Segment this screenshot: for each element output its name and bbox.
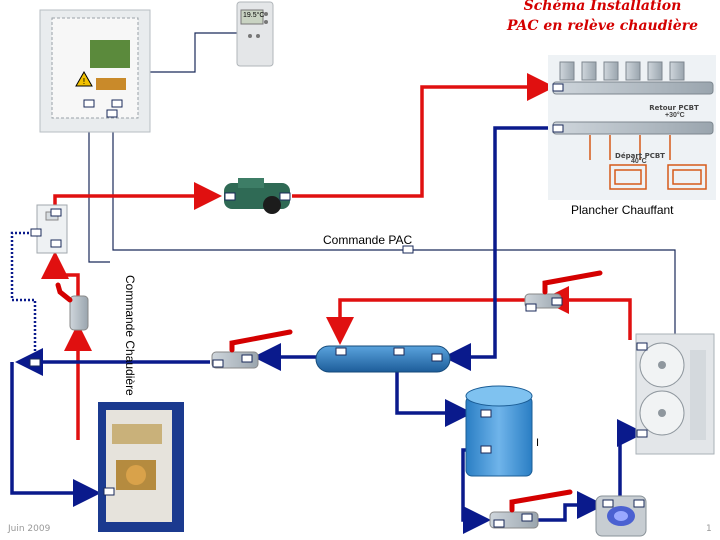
cold-pipe-to-pac <box>617 419 645 505</box>
thermostat-wire <box>150 32 237 73</box>
title-line-1: Schéma Installation <box>523 0 682 14</box>
valve-left-vertical <box>55 282 89 331</box>
hot-pipe-to-buffer <box>326 298 525 345</box>
boiler-command-label: Commande Chaudière <box>123 275 137 396</box>
boiler <box>98 402 184 532</box>
hot-pipe-supply <box>53 182 222 210</box>
warning-icon <box>75 70 93 87</box>
footer-page-number: 1 <box>706 524 712 534</box>
hot-pipes <box>41 73 632 440</box>
heat-pump <box>635 333 715 455</box>
sensor-points <box>29 83 648 528</box>
cold-pipe-floor-return <box>443 126 555 371</box>
floor-heating-label: Plancher Chauffant <box>571 203 674 217</box>
svg-text:!: ! <box>82 77 85 86</box>
title-line-2: PAC en relève chaudière <box>506 18 698 34</box>
cold-pipe-to-tank <box>395 360 473 427</box>
control-cabinet: ! <box>39 9 151 133</box>
pac-command-label: Commande PAC <box>323 233 413 247</box>
hot-pipe-pac-out <box>541 286 632 340</box>
manifold-return-label: Retour PCBT <box>649 104 699 112</box>
manifold-flow-label: Départ PCBT <box>615 152 665 160</box>
hot-pipe-to-floor <box>292 73 555 198</box>
boiler-command-wire <box>88 104 110 263</box>
valve-mid-left <box>211 329 293 369</box>
tank-mark: I <box>536 437 540 449</box>
buffer-tank <box>315 345 451 373</box>
manifold-flow-temp: 40°C <box>631 158 647 165</box>
sensor-dotted-link <box>10 231 37 360</box>
hot-pipe-to-mixer <box>41 251 80 300</box>
pac-command-wire <box>112 110 676 340</box>
diagram-title: Schéma Installation PAC en relève chaudi… <box>507 0 698 36</box>
manifold-return-temp: +30°C <box>665 112 685 119</box>
room-thermostat <box>236 1 274 67</box>
signal-wires <box>88 32 676 340</box>
water-tank <box>465 385 533 477</box>
cold-pipe-to-pump <box>538 491 605 522</box>
footer-date: Juin 2009 <box>8 524 51 534</box>
cold-pipe-boiler-in <box>10 362 101 507</box>
floor-manifold: Retour PCBT Départ PCBT <box>548 55 716 200</box>
circulator-pump <box>224 178 290 214</box>
thermostat-display: 19.5°C <box>243 12 265 19</box>
